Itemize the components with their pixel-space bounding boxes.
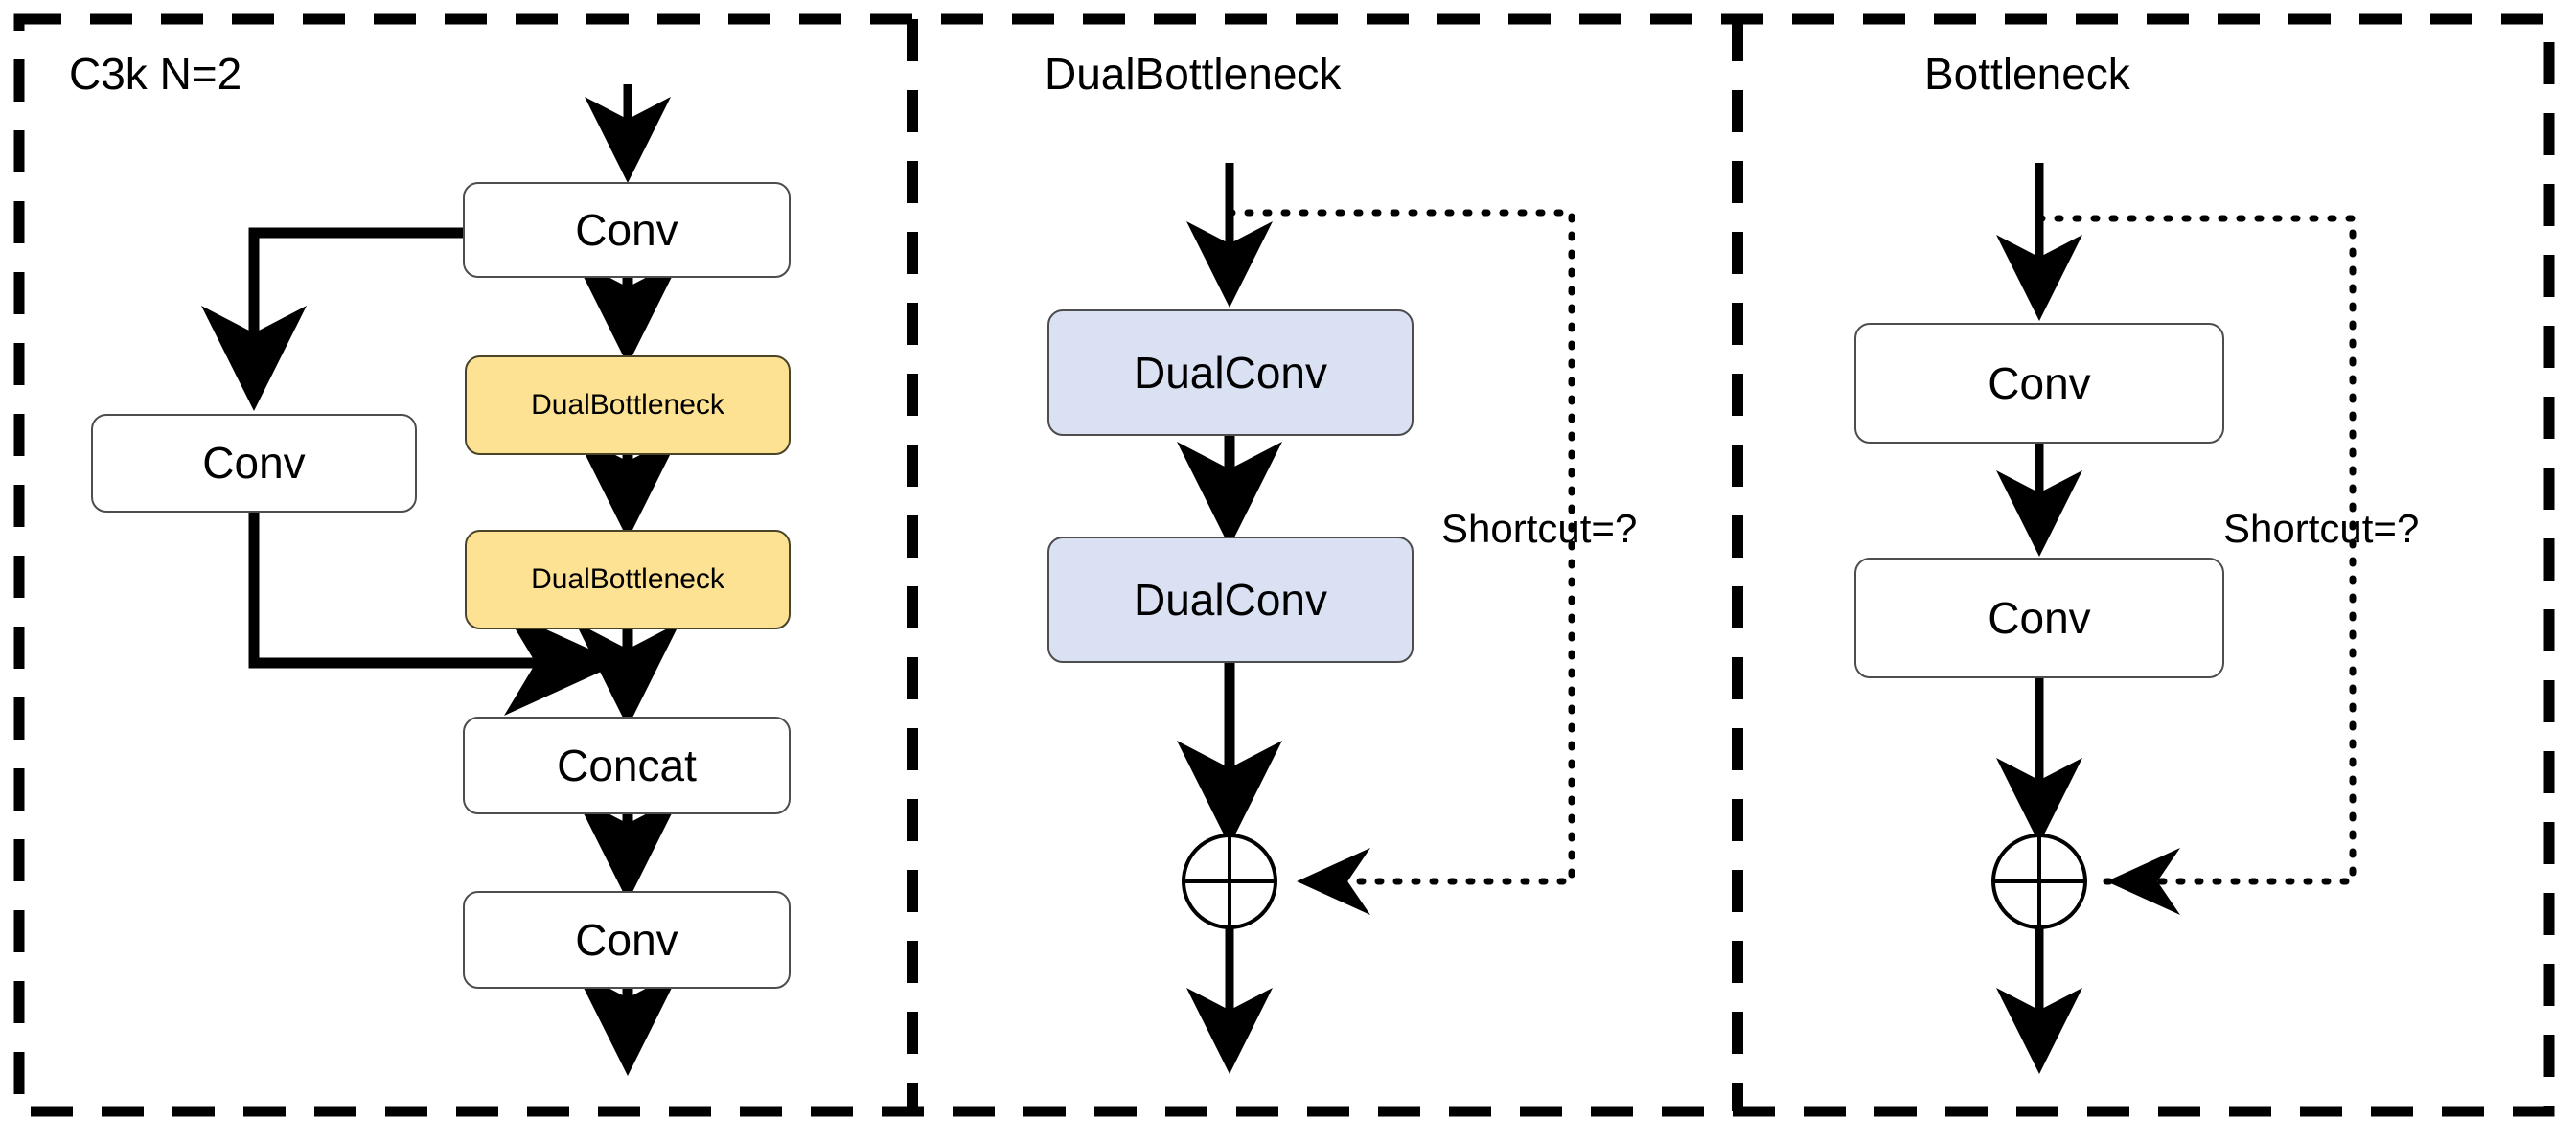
outer-dashed-frame <box>13 13 2555 1117</box>
bn-shortcut-label: Shortcut=? <box>2223 506 2420 551</box>
panel-title-c3k: C3k N=2 <box>69 49 242 99</box>
node-c3k-conv-left[interactable]: Conv <box>91 414 417 513</box>
node-bn-conv-1[interactable]: Conv <box>1854 323 2224 444</box>
bn-add-circle-icon <box>1991 834 2087 929</box>
node-bn-conv-2[interactable]: Conv <box>1854 558 2224 678</box>
db-add-circle-icon <box>1182 834 1277 929</box>
node-db-dualconv-1[interactable]: DualConv <box>1047 309 1414 436</box>
node-c3k-dualbottleneck-2[interactable]: DualBottleneck <box>465 530 791 629</box>
panel-title-bottleneck: Bottleneck <box>1924 49 2130 99</box>
c3k-edge-split-to-left-conv <box>201 227 463 411</box>
node-c3k-dualbottleneck-1[interactable]: DualBottleneck <box>465 355 791 455</box>
node-db-dualconv-2[interactable]: DualConv <box>1047 537 1414 663</box>
node-c3k-conv-out[interactable]: Conv <box>463 891 791 989</box>
node-c3k-conv-top[interactable]: Conv <box>463 182 791 278</box>
node-c3k-concat[interactable]: Concat <box>463 717 791 814</box>
db-shortcut-dotted-path <box>1226 209 1576 915</box>
c3k-edge-left-conv-merge <box>248 513 620 716</box>
db-shortcut-label: Shortcut=? <box>1441 506 1638 551</box>
panel-title-dualbottleneck: DualBottleneck <box>1045 49 1342 99</box>
